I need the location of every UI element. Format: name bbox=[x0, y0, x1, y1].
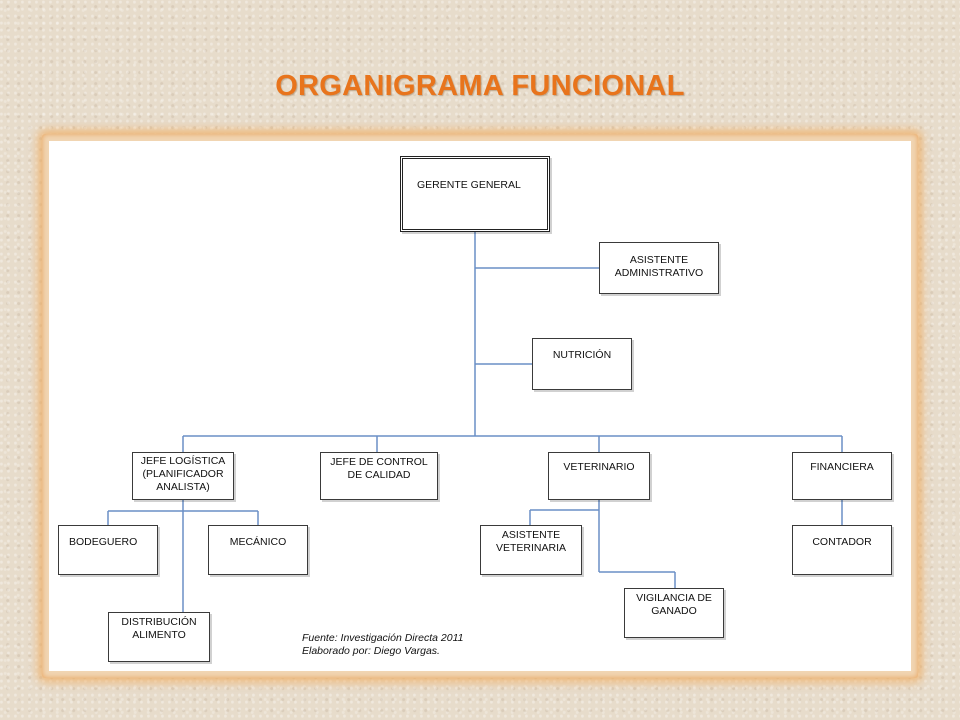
page-title: ORGANIGRAMA FUNCIONAL bbox=[275, 70, 685, 102]
node-jefe-control-calidad: JEFE DE CONTROL DE CALIDAD bbox=[320, 452, 438, 500]
node-distribucion-alimento: DISTRIBUCIÓN ALIMENTO bbox=[108, 612, 210, 662]
node-label: MECÁNICO bbox=[229, 536, 287, 548]
node-mecanico: MECÁNICO bbox=[208, 525, 308, 575]
node-nutricion: NUTRICIÓN bbox=[532, 338, 632, 390]
node-label: NUTRICIÓN bbox=[552, 349, 612, 361]
node-jefe-logistica: JEFE LOGÍSTICA (PLANIFICADOR ANALISTA) bbox=[132, 452, 234, 500]
node-label: GERENTE GENERAL bbox=[417, 179, 521, 191]
node-asistente-administrativo: ASISTENTE ADMINISTRATIVO bbox=[599, 242, 719, 294]
node-label: JEFE LOGÍSTICA (PLANIFICADOR ANALISTA) bbox=[140, 455, 226, 493]
node-label: ASISTENTE ADMINISTRATIVO bbox=[614, 254, 704, 279]
node-gerente-general: GERENTE GENERAL bbox=[400, 156, 550, 232]
node-label: FINANCIERA bbox=[810, 461, 874, 473]
node-financiera: FINANCIERA bbox=[792, 452, 892, 500]
node-veterinario: VETERINARIO bbox=[548, 452, 650, 500]
source-note: Fuente: Investigación Directa 2011 Elabo… bbox=[302, 632, 463, 658]
node-label: VIGILANCIA DE GANADO bbox=[636, 592, 712, 617]
node-contador: CONTADOR bbox=[792, 525, 892, 575]
node-label: DISTRIBUCIÓN ALIMENTO bbox=[121, 616, 197, 641]
node-vigilancia-ganado: VIGILANCIA DE GANADO bbox=[624, 588, 724, 638]
node-bodeguero: BODEGUERO bbox=[58, 525, 158, 575]
node-label: VETERINARIO bbox=[563, 461, 635, 473]
node-label: ASISTENTE VETERINARIA bbox=[495, 529, 566, 554]
node-label: JEFE DE CONTROL DE CALIDAD bbox=[330, 456, 428, 481]
node-label: CONTADOR bbox=[812, 536, 872, 548]
author-line: Elaborado por: Diego Vargas. bbox=[302, 645, 440, 657]
source-line: Fuente: Investigación Directa 2011 bbox=[302, 632, 464, 644]
node-asistente-veterinaria: ASISTENTE VETERINARIA bbox=[480, 525, 582, 575]
node-label: BODEGUERO bbox=[69, 536, 138, 548]
